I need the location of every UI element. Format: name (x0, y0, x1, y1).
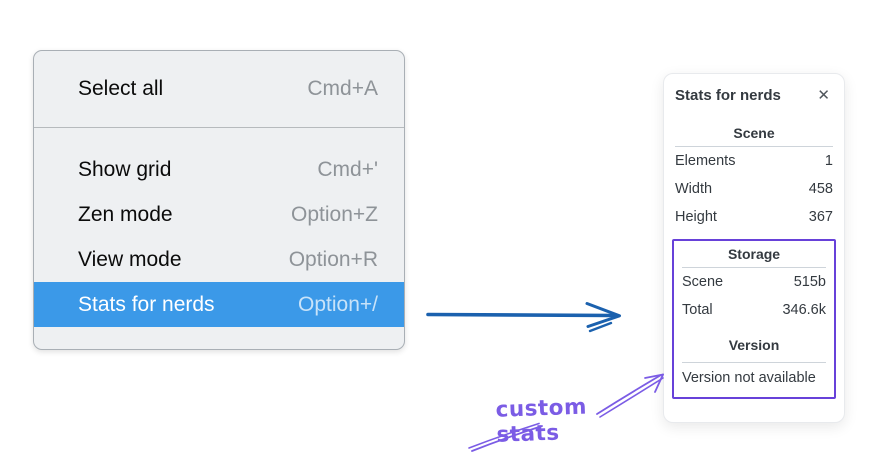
menu-item-show-grid[interactable]: Show grid Cmd+' (34, 147, 404, 192)
stats-panel: Stats for nerds ✕ Scene Elements 1 Width… (663, 73, 845, 423)
stat-label: Width (675, 181, 713, 197)
stat-row-height: Height 367 (675, 203, 833, 231)
stat-row-elements: Elements 1 (675, 147, 833, 175)
custom-stats-box: Storage Scene 515b Total 346.6k Version … (672, 239, 836, 399)
close-icon[interactable]: ✕ (817, 87, 830, 104)
version-section-title: Version (728, 337, 780, 353)
menu-item-shortcut: Option+/ (298, 292, 378, 316)
menu-item-shortcut: Cmd+A (307, 77, 378, 100)
stat-value: 367 (808, 209, 833, 225)
section-divider (675, 146, 833, 147)
menu-divider (34, 127, 404, 128)
arrow-menu-to-panel (426, 302, 621, 333)
stat-label: Elements (675, 153, 736, 169)
stat-value: 346.6k (782, 302, 826, 318)
stat-value: 458 (808, 181, 833, 197)
stat-label: Height (675, 209, 717, 225)
context-menu: Select all Cmd+A Show grid Cmd+' Zen mod… (33, 50, 405, 350)
menu-item-label: View mode (78, 247, 182, 271)
menu-section-top: Select all Cmd+A (34, 51, 404, 127)
stats-panel-header: Stats for nerds ✕ (675, 87, 833, 104)
stat-label: Total (682, 302, 713, 318)
menu-item-shortcut: Cmd+' (317, 157, 378, 181)
menu-section-bottom: Show grid Cmd+' Zen mode Option+Z View m… (34, 128, 404, 327)
scene-section-title: Scene (733, 125, 775, 141)
menu-item-stats-for-nerds[interactable]: Stats for nerds Option+/ (34, 282, 404, 327)
scene-section: Scene Elements 1 Width 458 Height 367 (675, 125, 833, 231)
section-divider (682, 267, 826, 268)
stat-row-width: Width 458 (675, 175, 833, 203)
menu-item-shortcut: Option+R (288, 247, 378, 271)
stat-row-scene: Scene 515b (682, 268, 826, 296)
menu-item-zen-mode[interactable]: Zen mode Option+Z (34, 192, 404, 237)
menu-item-label: Stats for nerds (78, 292, 215, 316)
version-section: Version Version not available (682, 337, 826, 393)
section-divider (682, 362, 826, 363)
version-note: Version not available (682, 370, 816, 386)
menu-item-label: Zen mode (78, 202, 173, 226)
menu-item-label: Select all (78, 77, 164, 100)
stat-row-total: Total 346.6k (682, 296, 826, 324)
menu-item-select-all[interactable]: Select all Cmd+A (34, 51, 404, 127)
storage-section: Storage Scene 515b Total 346.6k (682, 246, 826, 324)
stat-value: 515b (793, 274, 826, 290)
menu-item-shortcut: Option+Z (291, 202, 378, 226)
storage-section-title: Storage (727, 246, 781, 262)
menu-item-label: Show grid (78, 157, 172, 181)
stats-panel-title: Stats for nerds (675, 87, 781, 104)
stat-label: Scene (682, 274, 724, 290)
stat-value: 1 (824, 153, 833, 169)
menu-item-view-mode[interactable]: View mode Option+R (34, 237, 404, 282)
annotation-custom-stats: custom stats (495, 394, 588, 448)
